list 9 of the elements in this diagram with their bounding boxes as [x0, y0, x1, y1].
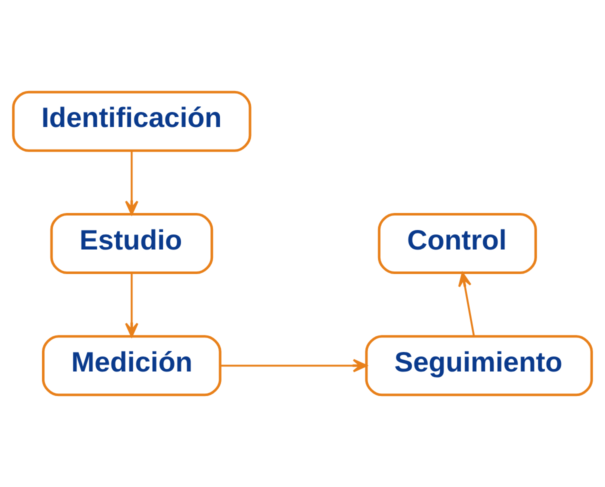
arrow [125, 150, 138, 216]
node-box: Medición [42, 335, 222, 396]
arrow [220, 358, 368, 372]
node-box: Seguimiento [365, 335, 593, 396]
node-box: Identificación [12, 90, 252, 152]
arrow [125, 273, 138, 338]
node-box: Control [378, 212, 537, 274]
node-box: Estudio [50, 212, 214, 274]
arrow [458, 272, 475, 336]
